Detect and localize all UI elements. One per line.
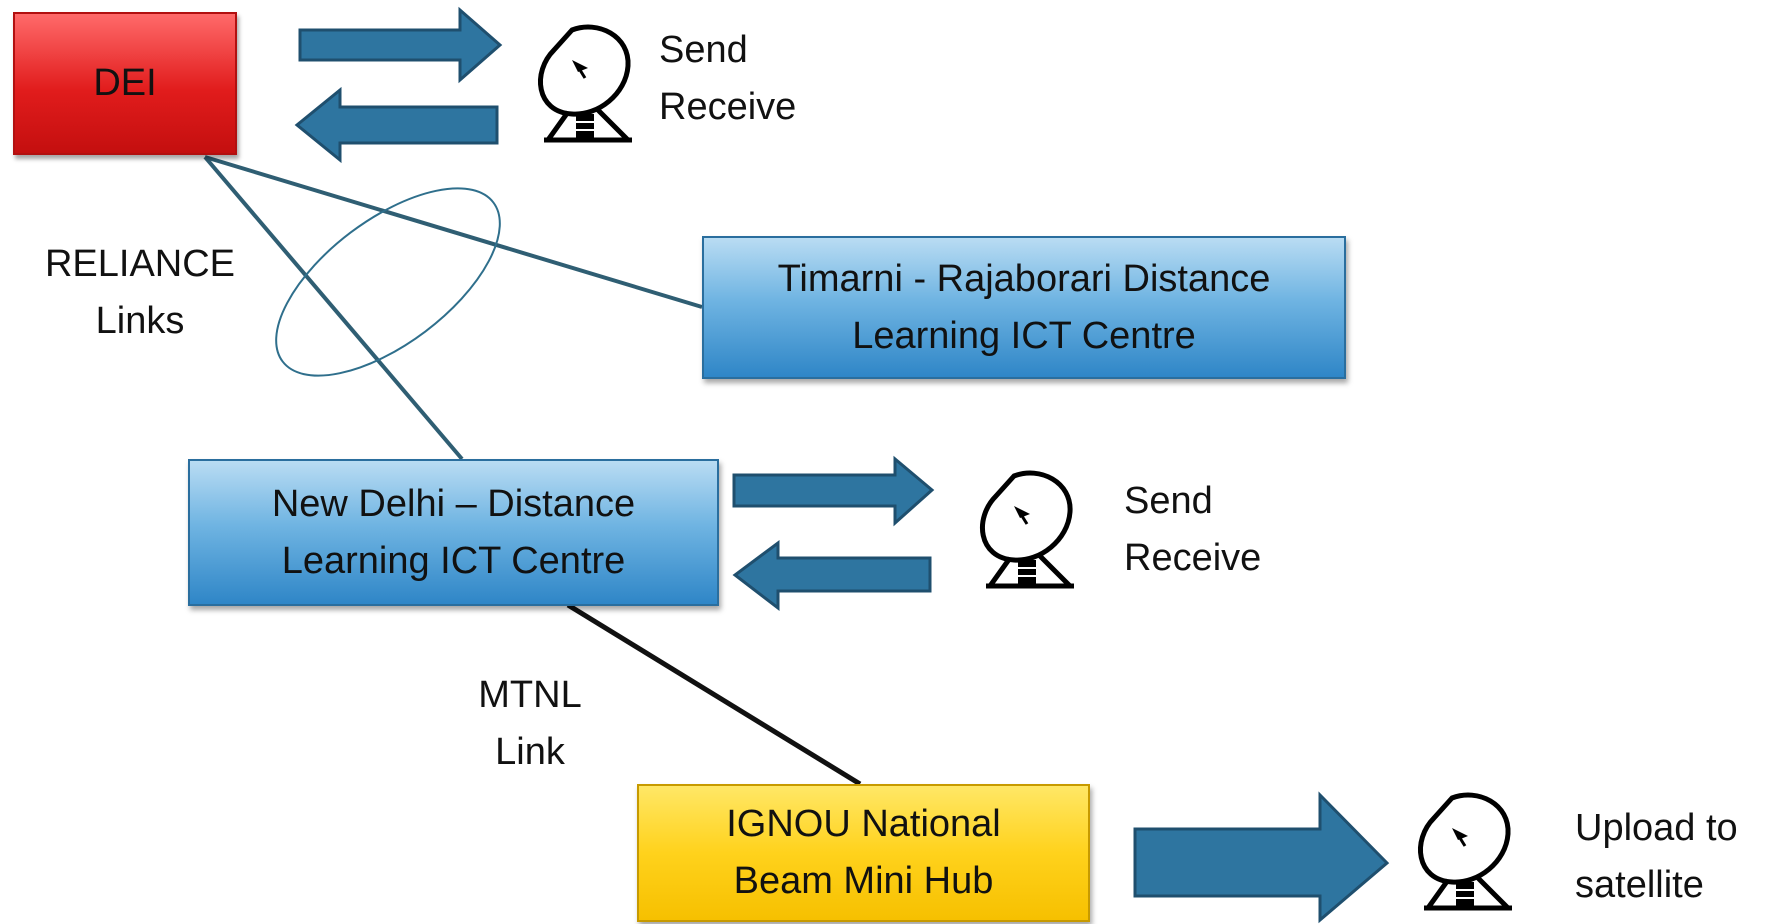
new-delhi-send-arrow: [732, 455, 935, 527]
reliance-link-to-new-delhi: [203, 155, 464, 461]
new-delhi-receive-arrow: [732, 540, 932, 612]
timarni-label-line2: Learning ICT Centre: [852, 314, 1196, 357]
ignou-antenna-label: Upload to satellite: [1575, 807, 1738, 906]
satellite-dish-icon: [540, 27, 632, 140]
dei-label: DEI: [93, 62, 157, 104]
ignou-upload-arrow: [1133, 791, 1390, 924]
ignou-hub-node: IGNOU National Beam Mini Hub: [637, 784, 1090, 922]
new-delhi-label-line1: New Delhi – Distance: [271, 482, 636, 525]
timarni-label-line1: Timarni - Rajaborari Distance: [777, 257, 1271, 300]
satellite-dish-icon: [1420, 795, 1512, 908]
ignou-label-line1: IGNOU National: [726, 803, 1001, 845]
new-delhi-antenna-label: Send Receive: [1124, 480, 1262, 579]
timarni-centre-node: Timarni - Rajaborari Distance Learning I…: [702, 236, 1346, 379]
reliance-link-to-timarni: [204, 155, 703, 309]
reliance-link-group-ellipse: [275, 187, 501, 377]
new-delhi-centre-node: New Delhi – Distance Learning ICT Centre: [188, 459, 719, 606]
new-delhi-label-line2: Learning ICT Centre: [281, 539, 626, 582]
ignou-label-line2: Beam Mini Hub: [733, 860, 994, 902]
satellite-dish-icon: [982, 473, 1074, 586]
mtnl-link-label: MTNL Link: [478, 674, 582, 773]
dei-receive-arrow: [294, 86, 499, 164]
reliance-links-label: RELIANCE Links: [44, 243, 236, 342]
dei-node: DEI: [13, 12, 237, 155]
mtnl-link-line: [566, 602, 862, 787]
dei-send-arrow: [298, 6, 503, 84]
dei-antenna-label: Send Receive: [659, 29, 797, 128]
